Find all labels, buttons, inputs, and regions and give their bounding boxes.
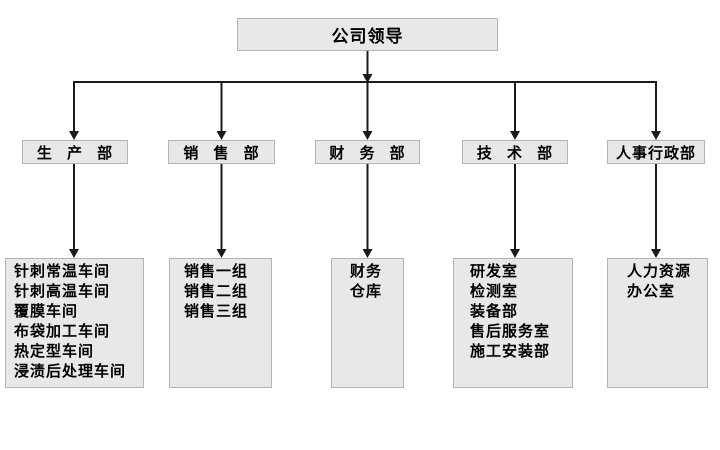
list-item: 浸渍后处理车间 xyxy=(14,363,127,380)
list-technology-units: 研发室 检测室 装备部 售后服务室 施工安装部 xyxy=(453,258,573,388)
list-item: 布袋加工车间 xyxy=(14,323,111,340)
list-item: 售后服务室 xyxy=(470,323,551,340)
arrow-down-icon xyxy=(362,131,373,140)
node-company-leadership: 公司领导 xyxy=(237,18,498,51)
arrow-down-icon xyxy=(510,131,520,140)
node-technology-dept: 技 术 部 xyxy=(462,140,568,164)
list-item: 针刺高温车间 xyxy=(14,283,111,300)
list-item: 热定型车间 xyxy=(14,343,95,360)
list-item: 检测室 xyxy=(470,283,519,300)
list-production-units: 针刺常温车间 针刺高温车间 覆膜车间 布袋加工车间 热定型车间 浸渍后处理车间 xyxy=(5,258,144,388)
list-item: 人力资源 xyxy=(627,263,692,280)
list-item: 施工安装部 xyxy=(470,343,551,360)
list-item: 销售一组 xyxy=(184,263,249,280)
list-item: 覆膜车间 xyxy=(14,303,79,320)
arrow-down-icon xyxy=(651,131,661,140)
list-item: 装备部 xyxy=(470,303,519,320)
arrow-down-icon xyxy=(69,131,79,140)
arrow-down-icon xyxy=(362,74,373,83)
arrow-down-icon xyxy=(216,131,227,140)
list-sales-units: 销售一组 销售二组 销售三组 xyxy=(169,258,272,388)
list-item: 办公室 xyxy=(627,283,676,300)
node-production-dept: 生 产 部 xyxy=(22,140,128,164)
node-sales-dept: 销 售 部 xyxy=(168,140,275,164)
arrow-down-icon xyxy=(69,249,79,258)
list-item: 针刺常温车间 xyxy=(14,263,111,280)
list-item: 研发室 xyxy=(470,263,519,280)
arrow-down-icon xyxy=(651,249,661,258)
list-item: 仓库 xyxy=(350,283,383,300)
list-item: 销售三组 xyxy=(184,303,249,320)
arrow-down-icon xyxy=(362,249,373,258)
node-hr-admin-dept: 人事行政部 xyxy=(607,140,705,164)
list-item: 销售二组 xyxy=(184,283,249,300)
list-finance-units: 财务 仓库 xyxy=(331,258,404,388)
node-finance-dept: 财 务 部 xyxy=(315,140,420,164)
list-hr-admin-units: 人力资源 办公室 xyxy=(607,258,708,388)
list-item: 财务 xyxy=(350,263,383,280)
arrow-down-icon xyxy=(510,249,520,258)
arrow-down-icon xyxy=(216,249,227,258)
